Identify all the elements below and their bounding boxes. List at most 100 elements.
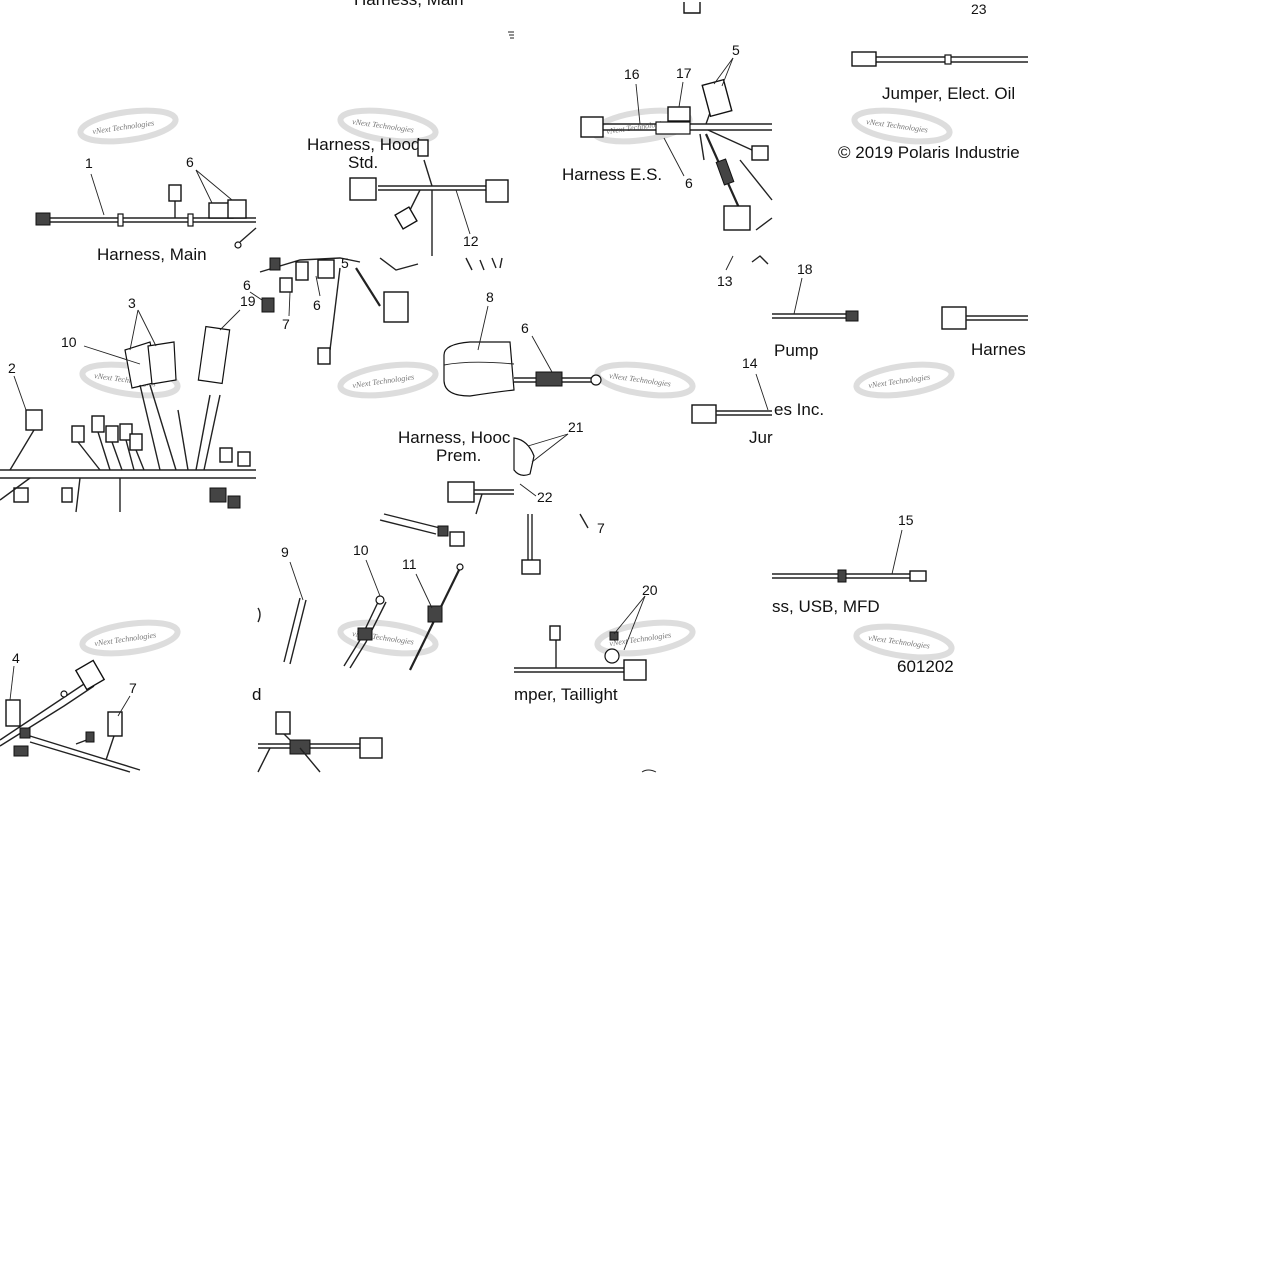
svg-text:vNext Technologies: vNext Technologies	[94, 630, 157, 648]
ground-and-jumper-section: 6 21 22 14 es Inc. Jur	[513, 320, 824, 505]
connector-icon	[417, 139, 429, 157]
watermark: vNext Technologies	[337, 619, 439, 657]
connector-icon	[549, 625, 561, 641]
connector-icon	[5, 699, 21, 727]
connector-icon	[580, 116, 604, 138]
callout-5: 5	[732, 42, 740, 58]
connector-icon	[168, 184, 182, 202]
callout-6: 6	[313, 297, 321, 313]
harness-hood-std-section: Harness, Hood Std. 12	[307, 135, 509, 256]
connector-icon	[129, 433, 143, 451]
connector-icon	[317, 347, 331, 365]
diagram-number: 601202	[897, 657, 954, 676]
callout-7: 7	[282, 316, 290, 332]
callout-11: 11	[402, 556, 417, 572]
connector-icon	[107, 711, 123, 737]
callout-6: 6	[521, 320, 529, 336]
harness-es-section: 16 17 5 6 Harness E.S. 13	[562, 42, 773, 289]
connector-icon	[851, 51, 877, 67]
connector-icon	[279, 277, 293, 293]
ring-terminal-icon	[590, 374, 602, 386]
connector-icon	[521, 559, 541, 575]
connector-icon	[447, 481, 475, 503]
svg-text:vNext Technologies: vNext Technologies	[352, 372, 415, 390]
connector-icon	[71, 425, 85, 443]
callout-23: 23	[971, 1, 987, 17]
callout-18: 18	[797, 261, 813, 277]
conduit-sleeve-icon	[443, 341, 515, 397]
main-harness-assembly: 2 3 10 19	[0, 293, 256, 513]
connector-icon	[383, 291, 409, 323]
callout-22: 22	[537, 489, 553, 505]
harness-hood-std-sublabel: Std.	[348, 153, 378, 172]
callout-21: 21	[568, 419, 584, 435]
callout-6: 6	[243, 277, 251, 293]
jumper-elect-oil-label: Jumper, Elect. Oil	[882, 84, 1015, 103]
callout-7: 7	[129, 680, 137, 696]
usb-mfd-section: 15 ss, USB, MFD 601202	[772, 512, 954, 676]
connector-icon	[91, 415, 105, 433]
clip-icon	[513, 437, 535, 476]
watermark: vNext Technologies	[337, 361, 439, 399]
callout-12: 12	[463, 233, 479, 249]
harnes-label: Harnes	[971, 340, 1026, 359]
connector-icon	[74, 659, 106, 691]
jur-text: Jur	[749, 428, 773, 447]
watermarks: vNext Technologies vNext Technologies vN…	[77, 107, 955, 661]
harness-main-section: 1 6 Harness, Main	[35, 154, 257, 264]
connector-icon	[701, 78, 733, 118]
connector-icon	[941, 306, 967, 330]
jumper-elect-oil-section: Jumper, Elect. Oil © 2019 Polaris Indust…	[838, 51, 1028, 162]
watermark: vNext Technologies	[594, 361, 696, 399]
lower-main-harness-section: 4 7	[0, 650, 141, 773]
harness-main-top-label: Harness, Main	[354, 0, 464, 9]
connector-icon	[359, 737, 383, 759]
connector-icon	[349, 177, 377, 201]
pump-and-harnes-section: 18 Pump Harnes	[772, 261, 1028, 360]
connector-icon	[105, 425, 119, 443]
harness-main-label: Harness, Main	[97, 245, 207, 264]
svg-text:vNext Technologies: vNext Technologies	[92, 118, 155, 136]
callout-14: 14	[742, 355, 758, 371]
es-inc-text: es Inc.	[774, 400, 824, 419]
callout-16: 16	[624, 66, 640, 82]
connector-icon	[61, 487, 73, 503]
connector-icon	[13, 487, 29, 503]
watermark: vNext Technologies	[851, 107, 953, 145]
callout-3: 3	[128, 295, 136, 311]
connector-icon	[683, 2, 701, 14]
callout-15: 15	[898, 512, 914, 528]
watermark: vNext Technologies	[77, 107, 179, 145]
connector-icon	[227, 199, 247, 219]
cable-ties-section: 9 10 11 d	[252, 513, 465, 773]
ring-terminal-icon	[234, 241, 242, 249]
relay-icon	[197, 325, 231, 385]
connector-icon	[219, 447, 233, 463]
jumper-taillight-section: 7 20 mper, Taillight	[514, 513, 658, 773]
callout-9: 9	[281, 544, 289, 560]
grommet-icon	[604, 648, 620, 664]
harness-hood-prem-label: Harness, Hooc	[398, 428, 511, 447]
hood-connectors-section: 6 7 6 5 8 Harness, Hooc Prem.	[243, 255, 515, 515]
connector-icon	[751, 145, 769, 161]
callout-7: 7	[597, 520, 605, 536]
connector-icon	[667, 106, 691, 122]
connector-icon	[317, 259, 335, 279]
copyright-text: © 2019 Polaris Industrie	[838, 143, 1020, 162]
connector-icon	[237, 451, 251, 467]
callout-4: 4	[12, 650, 20, 666]
connector-icon	[449, 531, 465, 547]
connector-icon	[275, 711, 291, 735]
pump-label: Pump	[774, 341, 818, 360]
connector-icon	[485, 179, 509, 203]
usb-mfd-label: ss, USB, MFD	[772, 597, 880, 616]
jumper-taillight-label: mper, Taillight	[514, 685, 618, 704]
watermark: vNext Technologies	[853, 361, 955, 399]
callout-5: 5	[341, 255, 349, 271]
callout-10: 10	[61, 334, 77, 350]
callout-17: 17	[676, 65, 692, 81]
callout-6: 6	[186, 154, 194, 170]
connector-icon	[35, 212, 51, 226]
connector-icon	[25, 409, 43, 431]
